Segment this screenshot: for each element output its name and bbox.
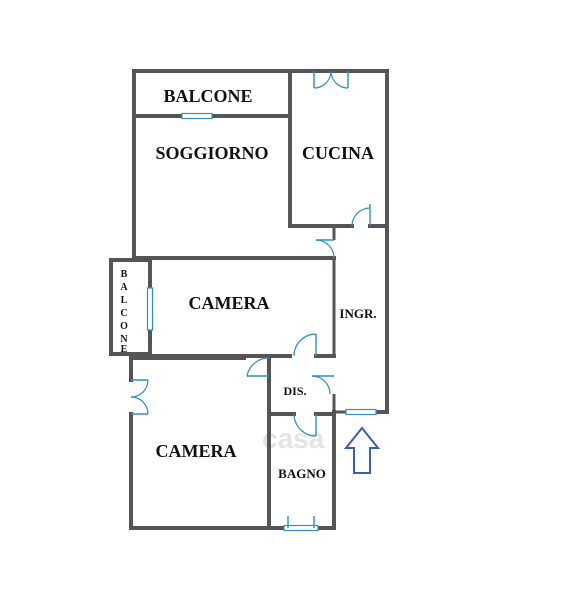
windows xyxy=(146,112,377,532)
label-balcone-side: B A L C O N E xyxy=(120,269,128,355)
label-cucina: CUCINA xyxy=(302,143,374,163)
up-arrow-icon xyxy=(343,426,381,474)
door-cucina xyxy=(351,204,371,227)
wall-outer-top xyxy=(288,69,389,414)
label-camera-1: CAMERA xyxy=(189,293,270,313)
label-balcone-top: BALCONE xyxy=(163,86,252,106)
label-ingresso: INGR. xyxy=(339,306,376,321)
door-bagno xyxy=(293,413,317,437)
doors xyxy=(130,70,371,528)
label-bagno: BAGNO xyxy=(278,466,326,481)
room-labels: BALCONE SOGGIORNO CUCINA CAMERA INGR. DI… xyxy=(120,86,376,481)
wall-cucina-left xyxy=(288,69,354,228)
balcone-side-letter: A xyxy=(120,282,128,293)
door-camera-1 xyxy=(293,333,317,357)
door-cucina-balcony xyxy=(313,70,349,89)
wall-bagno xyxy=(316,410,336,530)
door-camera-2-balcony xyxy=(130,379,149,415)
label-soggiorno: SOGGIORNO xyxy=(155,143,268,163)
wall-soggiorno xyxy=(132,114,336,260)
window-balcone-side xyxy=(146,287,154,331)
balcone-side-letter: C xyxy=(120,308,127,319)
window-entrance xyxy=(345,408,377,416)
window-soggiorno xyxy=(181,112,213,120)
door-bagno-window-marks xyxy=(287,516,315,528)
watermark-text: casa xyxy=(262,423,325,454)
balcone-side-letter: L xyxy=(121,295,128,306)
balcone-side-letter: O xyxy=(120,321,128,332)
label-camera-2: CAMERA xyxy=(156,441,237,461)
balcone-side-letter: E xyxy=(121,344,128,355)
window-bagno-bottom xyxy=(283,524,319,532)
balcone-side-letter: B xyxy=(121,269,128,280)
door-dis xyxy=(311,375,334,395)
door-soggiorno xyxy=(315,239,335,259)
wall-balcone-side xyxy=(109,258,152,356)
wall-camera-2-b xyxy=(129,355,271,530)
balcone-side-letter: N xyxy=(120,334,128,345)
door-camera-2 xyxy=(246,357,270,377)
label-disimpegno: DIS. xyxy=(283,384,306,398)
